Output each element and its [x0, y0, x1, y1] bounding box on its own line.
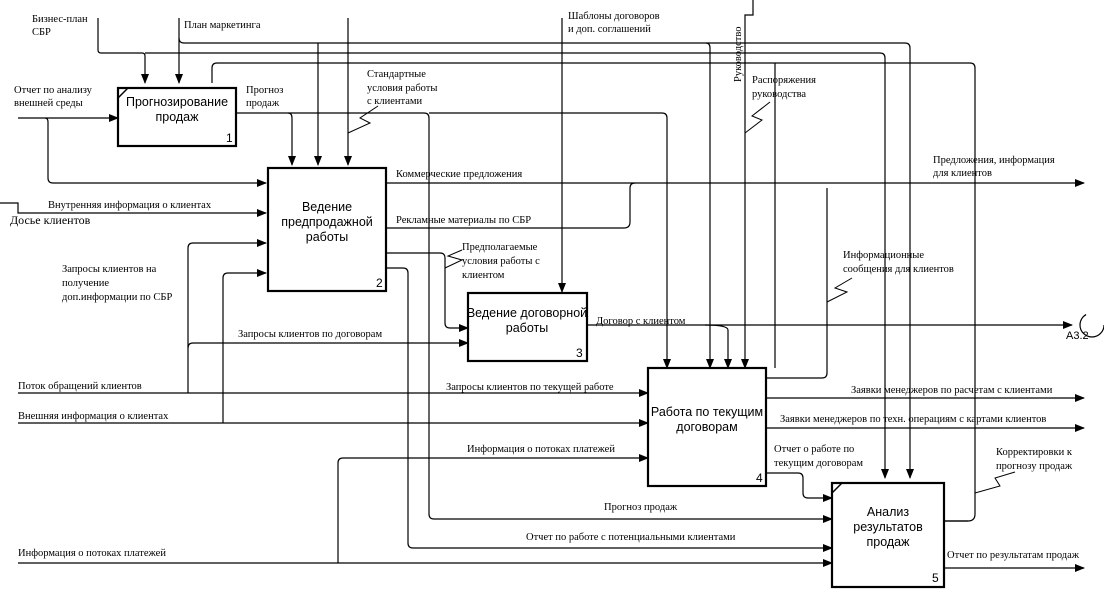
- label-standard-terms-3: с клиентами: [367, 96, 423, 107]
- label-info-messages-1: Информационные: [843, 250, 924, 261]
- arrow-ad-materials[interactable]: [386, 182, 636, 229]
- box-4-number: 4: [756, 471, 763, 485]
- box-2-label-1: Ведение: [302, 200, 352, 214]
- label-payment-info: Информация о потоках платежей: [18, 548, 166, 559]
- box-1-label-1: Прогнозирование: [126, 95, 228, 109]
- label-info-requests-2: получение: [62, 278, 109, 289]
- arrow-current-contracts-report[interactable]: [766, 472, 833, 502]
- arrow-sales-forecast[interactable]: [236, 112, 833, 523]
- label-forecast-corrections-2: прогнозу продаж: [996, 461, 1073, 472]
- arrow-expected-terms[interactable]: [386, 252, 469, 332]
- arrow-internal-info[interactable]: [0, 202, 267, 217]
- label-current-contracts-report-1: Отчет о работе по: [774, 444, 854, 455]
- label-business-plan-2: СБР: [32, 27, 51, 38]
- label-management: Руководство: [733, 27, 744, 82]
- label-offers-info-2: для клиентов: [933, 168, 992, 179]
- label-info-requests-3: доп.информации по СБР: [62, 292, 172, 303]
- arrow-marketing-plan-branch[interactable]: [178, 37, 914, 479]
- label-contract-with-client: Договор с клиентом: [596, 316, 686, 327]
- box-1-number: 1: [226, 131, 233, 145]
- label-expected-terms-2: условия работы с: [462, 256, 540, 267]
- label-client-flow: Поток обращений клиентов: [18, 381, 142, 392]
- box-3[interactable]: Ведение договорной работы 3: [467, 291, 589, 363]
- label-forecast-out-1: Прогноз: [246, 85, 283, 96]
- box-4-label-1: Работа по текущим: [651, 405, 763, 419]
- label-external-analysis-2: внешней среды: [14, 98, 83, 109]
- arrow-info-messages[interactable]: [766, 188, 828, 379]
- label-info-messages-2: сообщения для клиентов: [843, 264, 954, 275]
- box-3-label-2: работы: [506, 321, 548, 335]
- label-sales-forecast-in5: Прогноз продаж: [604, 502, 678, 513]
- label-forecast-corrections-1: Корректировки к: [996, 447, 1073, 458]
- label-info-requests-1: Запросы клиентов на: [62, 264, 157, 275]
- label-expected-terms-1: Предполагаемые: [462, 242, 538, 253]
- label-current-contracts-report-2: текущим договорам: [774, 458, 863, 469]
- offpage-connector[interactable]: [1079, 312, 1104, 338]
- box-2-label-3: работы: [306, 230, 348, 244]
- arrow-standard-terms[interactable]: [429, 112, 671, 369]
- arrow-management[interactable]: [741, 0, 754, 369]
- label-current-work-requests: Запросы клиентов по текущей работе: [446, 382, 614, 393]
- label-settlement-requests: Заявки менеджеров по расчетам с клиентам…: [851, 385, 1053, 396]
- label-business-plan-1: Бизнес-план: [32, 14, 88, 25]
- label-external-analysis-1: Отчет по анализу: [14, 85, 93, 96]
- box-5[interactable]: Анализ результатов продаж 5: [830, 481, 946, 589]
- label-standard-terms-2: условия работы: [367, 83, 437, 94]
- callout-forecast-corrections: [974, 471, 1016, 494]
- box-3-label-1: Ведение договорной: [467, 306, 587, 320]
- label-contract-templates-2: и доп. соглашений: [568, 24, 651, 35]
- label-client-dossier: Досье клиентов: [10, 213, 91, 227]
- box-1[interactable]: Прогнозирование продаж 1: [116, 86, 238, 148]
- box-2-number: 2: [376, 276, 383, 290]
- arrow-box4-control-b[interactable]: [704, 324, 732, 369]
- box-1-label-2: продаж: [155, 110, 199, 124]
- callout-expected-terms: [444, 249, 464, 269]
- label-payment-info-4: Информация о потоках платежей: [467, 444, 615, 455]
- label-marketing-plan: План маркетинга: [184, 20, 261, 31]
- box-5-number: 5: [932, 571, 939, 585]
- arrow-business-plan[interactable]: [97, 18, 149, 84]
- callout-standard-terms: [347, 105, 379, 134]
- label-expected-terms-3: клиентом: [462, 270, 505, 281]
- callout-management-orders: [744, 101, 771, 134]
- callout-info-messages: [826, 277, 853, 303]
- arrow-external-analysis-branch[interactable]: [44, 117, 267, 187]
- label-ad-materials: Рекламные материалы по СБР: [396, 215, 531, 226]
- label-internal-info: Внутренняя информация о клиентах: [48, 200, 212, 211]
- box-5-label-2: результатов: [853, 520, 923, 534]
- label-offers-info-1: Предложения, информация: [933, 155, 1055, 166]
- label-standard-terms-1: Стандартные: [367, 69, 426, 80]
- box-2[interactable]: Ведение предпродажной работы 2: [266, 166, 388, 293]
- label-sales-results-report: Отчет по результатам продаж: [947, 550, 1080, 561]
- box-4[interactable]: Работа по текущим договорам 4: [646, 366, 768, 488]
- arrow-info-requests[interactable]: [187, 239, 267, 393]
- label-potential-clients-report: Отчет по работе с потенциальными клиента…: [526, 532, 736, 543]
- arrow-box4-control-a[interactable]: [705, 42, 714, 369]
- label-management-orders-1: Распоряжения: [752, 75, 816, 86]
- label-offpage-ref: А3.2: [1066, 330, 1089, 342]
- box-5-label-1: Анализ: [867, 505, 909, 519]
- arrow-external-client-info-up[interactable]: [222, 269, 267, 423]
- arrow-contract-requests[interactable]: [187, 339, 469, 349]
- box-3-number: 3: [576, 346, 583, 360]
- label-external-client-info: Внешняя информация о клиентах: [18, 411, 169, 422]
- box-4-label-2: договорам: [676, 420, 737, 434]
- label-management-orders-2: руководства: [752, 89, 806, 100]
- arrow-payment-info-4[interactable]: [337, 454, 649, 563]
- label-forecast-out-2: продаж: [246, 98, 280, 109]
- label-contract-requests: Запросы клиентов по договорам: [238, 329, 382, 340]
- label-tech-ops-requests: Заявки менеджеров по техн. операциям с к…: [780, 414, 1046, 425]
- arrow-plan-control-3[interactable]: [211, 62, 976, 522]
- label-commercial-offers: Коммерческие предложения: [396, 169, 522, 180]
- box-2-label-2: предпродажной: [281, 215, 373, 229]
- arrow-business-plan-branch[interactable]: [145, 52, 889, 479]
- label-contract-templates-1: Шаблоны договоров: [568, 11, 660, 22]
- arrow-box2-control-1[interactable]: [287, 112, 296, 166]
- arrow-potential-clients-report[interactable]: [386, 267, 833, 552]
- box-5-label-3: продаж: [866, 535, 910, 549]
